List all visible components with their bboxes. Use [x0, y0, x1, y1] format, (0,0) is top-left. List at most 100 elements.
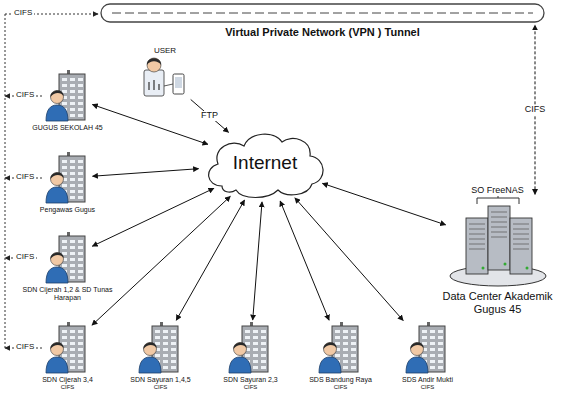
school-building-icon: [228, 322, 274, 374]
window: [422, 330, 427, 333]
window: [343, 366, 348, 369]
window: [62, 78, 67, 81]
window: [261, 354, 266, 357]
data-center-label: Data Center Akademik Gugus 45: [440, 290, 555, 315]
window: [70, 246, 75, 249]
phone-screen: [175, 77, 182, 88]
person-body: [319, 357, 341, 373]
window: [163, 336, 168, 339]
window: [343, 360, 348, 363]
connector: [92, 105, 208, 145]
window: [62, 172, 67, 175]
connector: [295, 198, 403, 321]
server: [466, 218, 488, 274]
window: [70, 96, 75, 99]
window: [438, 366, 443, 369]
window: [253, 342, 258, 345]
window: [70, 270, 75, 273]
window: [78, 330, 83, 333]
window: [78, 166, 83, 169]
window: [171, 348, 176, 351]
server-slot: [491, 237, 507, 238]
school-building-icon: [45, 70, 91, 122]
window: [261, 360, 266, 363]
window: [261, 336, 266, 339]
window: [343, 330, 348, 333]
window: [62, 184, 67, 187]
server-slot: [469, 249, 485, 250]
school-building-icon: [138, 322, 184, 374]
window: [78, 84, 83, 87]
person-hair: [50, 342, 63, 349]
window: [70, 78, 75, 81]
window: [62, 252, 67, 255]
protocol-note: CIFS: [334, 384, 348, 391]
school-name: SDN Cijerah 1,2 & SD Tunas Harapan: [10, 286, 125, 302]
window: [62, 240, 67, 243]
window: [438, 330, 443, 333]
window: [163, 342, 168, 345]
window: [78, 196, 83, 199]
school-node: SDS Andir MuktiCIFS: [385, 322, 470, 391]
school-building-icon: [45, 152, 91, 204]
person-hair: [233, 342, 246, 349]
connector: [253, 202, 262, 320]
server-slot: [491, 212, 507, 213]
server-slot: [513, 239, 529, 240]
window: [78, 252, 83, 255]
window: [78, 348, 83, 351]
school-node: SDN Cijerah 1,2 & SD Tunas Harapan: [10, 232, 125, 302]
person-body: [46, 267, 68, 283]
server-slot: [513, 234, 529, 235]
window: [155, 354, 160, 357]
window: [78, 108, 83, 111]
window: [62, 102, 67, 105]
window: [351, 366, 356, 369]
window: [430, 342, 435, 345]
person-head: [233, 343, 246, 356]
school-building-icon: [405, 322, 451, 374]
window: [155, 342, 160, 345]
window: [70, 108, 75, 111]
window: [171, 366, 176, 369]
person-hair: [323, 342, 336, 349]
tunnel-outline: [101, 4, 544, 22]
person-body: [139, 357, 161, 373]
window: [163, 366, 168, 369]
person-hair: [50, 172, 63, 179]
window: [335, 342, 340, 345]
window: [70, 184, 75, 187]
window: [422, 342, 427, 345]
person-head: [143, 343, 156, 356]
person-hair: [50, 252, 63, 259]
window: [430, 348, 435, 351]
bus-line: [5, 14, 6, 348]
window: [70, 90, 75, 93]
school-node: SDS Bandung RayaCIFS: [298, 322, 383, 391]
person-body: [46, 357, 68, 373]
window: [70, 166, 75, 169]
server-slot: [513, 224, 529, 225]
window: [253, 348, 258, 351]
cloud-label: Internet: [233, 128, 297, 174]
window: [70, 196, 75, 199]
window: [62, 84, 67, 87]
window: [261, 342, 266, 345]
protocol-label: CIFS: [14, 173, 36, 182]
protocol-label: CIFS: [12, 9, 34, 18]
server: [488, 206, 510, 270]
window: [438, 348, 443, 351]
window: [155, 336, 160, 339]
window: [430, 330, 435, 333]
window: [62, 160, 67, 163]
window: [70, 114, 75, 117]
school-name: SDN Sayuran 2,3: [223, 376, 277, 384]
server-led: [525, 267, 528, 270]
window: [62, 264, 67, 267]
window: [351, 354, 356, 357]
school-node: SDN Cijerah 3,4CIFS: [25, 322, 110, 391]
connector: [92, 169, 198, 177]
window: [62, 342, 67, 345]
window: [70, 102, 75, 105]
school-name: SDS Bandung Raya: [309, 376, 372, 384]
